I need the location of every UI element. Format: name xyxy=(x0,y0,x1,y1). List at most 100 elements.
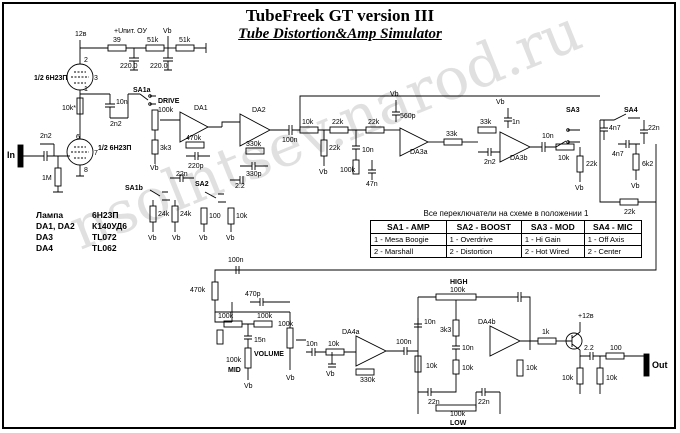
table-cell: 1 - Off Axis xyxy=(583,233,643,246)
wire xyxy=(221,121,284,131)
resistor xyxy=(171,205,179,223)
part-ref: DA1, DA2 xyxy=(36,221,75,231)
res-value: 100 xyxy=(209,213,221,220)
table-cell: 1 - Hi Gain xyxy=(520,233,585,246)
res-value: 22k xyxy=(332,119,344,126)
cap-value: 2n2 xyxy=(110,121,122,128)
capacitor xyxy=(400,347,418,355)
capacitor xyxy=(306,348,326,356)
high-label: HIGH xyxy=(450,279,468,286)
vb-label: Vb xyxy=(326,371,335,378)
part-ref: DA4 xyxy=(36,243,54,253)
switch-label: SA1a xyxy=(133,87,151,94)
part-type: 6Н23П xyxy=(92,210,119,220)
table-header-row: SA1 - AMP SA2 - BOOST SA3 - MOD SA4 - MI… xyxy=(370,220,643,234)
wire xyxy=(76,40,84,177)
res-value: 100k xyxy=(158,107,174,114)
resistor xyxy=(54,167,62,187)
switch-sa1b xyxy=(149,189,170,201)
wire xyxy=(110,94,129,119)
res-value: 470k xyxy=(190,287,206,294)
switch-sa1a xyxy=(128,93,156,105)
switch-contact xyxy=(566,140,570,144)
res-value: 470k xyxy=(186,135,202,142)
cap-value: 100n xyxy=(282,137,298,144)
switch-legend: Все переключатели на схеме в положении 1… xyxy=(370,209,643,258)
res-value: 10k xyxy=(328,341,340,348)
res-value: 22k xyxy=(586,161,598,168)
wire xyxy=(579,356,601,394)
capacitor xyxy=(368,160,376,180)
resistor xyxy=(352,159,360,175)
ground xyxy=(53,186,63,193)
resistor xyxy=(355,368,375,376)
cap-value: 4n7 xyxy=(609,125,621,132)
supply-label: +12в xyxy=(578,313,594,320)
vb-label: Vb xyxy=(172,235,181,242)
res-value: 10k xyxy=(558,155,570,162)
resistor xyxy=(619,198,639,206)
capacitor xyxy=(418,388,436,396)
switch-label: SA4 xyxy=(624,107,638,114)
resistor xyxy=(151,139,159,155)
res-value: 24k xyxy=(158,211,170,218)
cap-value: 220p xyxy=(188,163,204,170)
output-jack xyxy=(643,353,650,377)
opamp-label: DA3a xyxy=(410,149,428,156)
capacitor xyxy=(40,151,70,161)
wire xyxy=(344,350,400,353)
capacitor xyxy=(504,108,512,128)
switch-label: SA2 xyxy=(195,181,209,188)
wire xyxy=(154,119,168,140)
table-header: SA2 - BOOST xyxy=(445,220,522,234)
res-value: 3k3 xyxy=(160,145,171,152)
res-value: 10k xyxy=(462,365,474,372)
capacitor xyxy=(186,152,210,160)
cap-value: 2.2 xyxy=(235,183,245,190)
resistor xyxy=(149,205,157,223)
wire xyxy=(289,312,306,370)
res-value: 33k xyxy=(480,119,492,126)
resistor xyxy=(329,126,349,134)
table-cell: 2 - Hot Wired xyxy=(520,245,585,258)
mid-pot xyxy=(244,347,252,369)
output-label: Out xyxy=(652,360,668,370)
switch-contact xyxy=(566,128,570,132)
table-row: 1 - Mesa Boogie 1 - Overdrive 1 - Hi Gai… xyxy=(370,233,643,246)
input-label: In xyxy=(7,150,15,160)
res-value: 22k xyxy=(329,145,341,152)
resistor xyxy=(145,44,165,52)
cap-value: 4n7 xyxy=(612,151,624,158)
pin-label: 8 xyxy=(84,167,88,174)
resistor xyxy=(253,320,273,328)
res-value: 10k xyxy=(526,365,538,372)
volume-label: VOLUME xyxy=(254,351,284,358)
tube-grid xyxy=(71,146,89,159)
cap-value: 2.2 xyxy=(584,345,594,352)
capacitor xyxy=(228,266,240,274)
drive-label: DRIVE xyxy=(158,98,180,105)
wire xyxy=(417,292,531,414)
cap-value: 470p xyxy=(245,291,261,298)
cap-value: 2n2 xyxy=(484,159,496,166)
resistor xyxy=(576,155,584,173)
cap-value: 10n xyxy=(424,319,436,326)
table-header: SA4 - MIC xyxy=(583,220,643,234)
pin-label: 6 xyxy=(76,134,80,141)
pin-label: 3 xyxy=(94,75,98,82)
cap-value: 22n xyxy=(648,125,660,132)
capacitor xyxy=(414,318,422,328)
res-value: 10k xyxy=(426,363,438,370)
opamp-da3b xyxy=(499,131,532,163)
supply-label: 12в xyxy=(75,31,87,38)
pin-label: 1 xyxy=(84,86,88,93)
res-value: 6k2 xyxy=(642,161,653,168)
capacitor xyxy=(600,120,608,140)
switch-table: SA1 - AMP SA2 - BOOST SA3 - MOD SA4 - MI… xyxy=(370,220,643,258)
res-value: 22k xyxy=(368,119,380,126)
resistor xyxy=(605,352,625,360)
capacitor xyxy=(478,148,500,156)
volume-pot xyxy=(286,327,294,349)
